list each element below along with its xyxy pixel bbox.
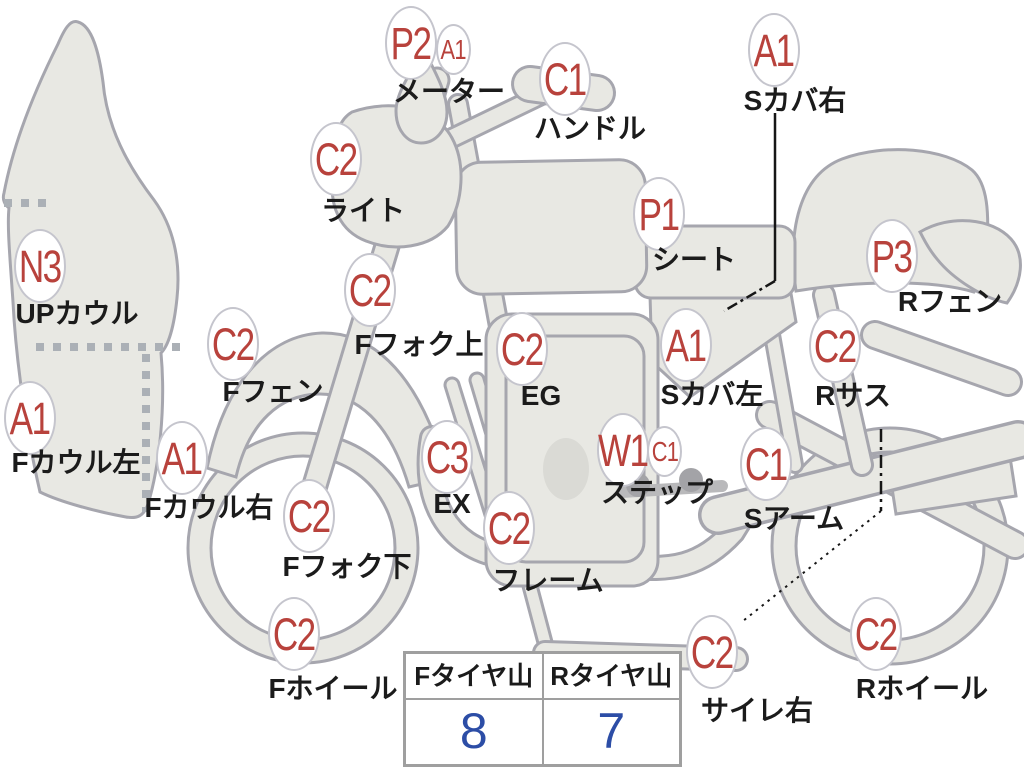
- grade-code: C2: [855, 608, 898, 660]
- grade-bubble: C1: [740, 427, 792, 501]
- part-caption: Rフェン: [897, 286, 1003, 317]
- grade-code: A1: [440, 33, 467, 65]
- grade-code: P1: [639, 188, 680, 240]
- part-caption: Fカウル右: [144, 492, 274, 523]
- grade-code: C2: [691, 626, 734, 678]
- grade-code: C2: [315, 133, 358, 185]
- grade-bubble: P3: [866, 219, 918, 293]
- grade-bubble: A1: [748, 13, 800, 87]
- grade-bubble: C2: [496, 312, 548, 386]
- leader-line-side-cover-right: [723, 113, 777, 313]
- part-caption: EX: [433, 488, 471, 519]
- grade-code: C1: [651, 435, 678, 467]
- grade-bubble: A1: [660, 308, 712, 382]
- grade-code: P2: [391, 17, 432, 69]
- grade-bubble: P1: [633, 177, 685, 251]
- grade-bubble: P2: [385, 6, 437, 80]
- grade-bubble: W1: [597, 413, 649, 487]
- part-caption: ステップ: [600, 477, 714, 508]
- grade-code: N3: [19, 240, 62, 292]
- part-caption: Rホイール: [855, 673, 989, 704]
- grade-code: A1: [666, 319, 707, 371]
- rear-fender-stay: [860, 320, 1023, 397]
- grade-bubble: C2: [809, 309, 861, 383]
- grade-bubble-secondary: A1: [436, 24, 471, 75]
- grade-bubble: C2: [483, 491, 535, 565]
- swingarm: [698, 400, 1024, 560]
- part-caption: Fカウル左: [11, 447, 141, 478]
- part-caption: シート: [651, 244, 737, 275]
- grade-bubble: N3: [14, 229, 66, 303]
- part-caption: Sアーム: [743, 503, 845, 534]
- grade-code: C2: [288, 490, 331, 542]
- part-caption: Fフェン: [222, 376, 324, 407]
- grade-bubble: A1: [4, 381, 56, 455]
- grade-bubble: C3: [421, 420, 473, 494]
- part-caption: UPカウル: [15, 298, 139, 329]
- grade-code: A1: [754, 24, 795, 76]
- grade-code: A1: [10, 392, 51, 444]
- tire-tread-table: Fタイヤ山 Rタイヤ山 8 7: [403, 651, 682, 767]
- part-caption: フレーム: [492, 565, 604, 596]
- part-caption: Sカバ左: [660, 379, 764, 410]
- grade-bubble: C2: [686, 615, 738, 689]
- grade-code: A1: [162, 432, 203, 484]
- cowl-seam-lines: [4, 199, 188, 512]
- part-caption: ライト: [320, 195, 406, 226]
- grade-code: W1: [598, 424, 649, 476]
- grade-bubble-secondary: C1: [647, 426, 682, 477]
- front-tire-tread-header: Fタイヤ山: [414, 661, 534, 691]
- grade-code: C2: [501, 323, 544, 375]
- grade-bubble: C2: [344, 253, 396, 327]
- grade-code: C1: [544, 53, 587, 105]
- grade-code: C2: [488, 502, 531, 554]
- rear-tire-tread-value: 7: [541, 700, 680, 764]
- grade-code: C2: [273, 608, 316, 660]
- grade-bubble: C2: [268, 597, 320, 671]
- part-caption: Rサス: [815, 380, 891, 411]
- part-caption: メーター: [392, 76, 506, 107]
- grade-bubble: A1: [156, 421, 208, 495]
- foot-step: [616, 468, 728, 498]
- meter: [394, 46, 449, 145]
- rear-fender: [917, 219, 1022, 305]
- grade-code: C2: [349, 264, 392, 316]
- grade-bubble: C2: [310, 122, 362, 196]
- part-caption: Sカバ右: [743, 85, 847, 116]
- grade-code: C1: [745, 438, 788, 490]
- grade-bubble: C2: [850, 597, 902, 671]
- part-caption: Fホイール: [268, 673, 398, 704]
- grade-code: P3: [872, 230, 913, 282]
- part-caption: Fフォク下: [282, 551, 412, 582]
- grade-bubble: C1: [539, 42, 591, 116]
- part-caption: Fフォク上: [354, 329, 484, 360]
- front-tire-tread-value: 8: [459, 703, 488, 759]
- rear-tire-tread-header: Rタイヤ山: [541, 654, 680, 698]
- grade-bubble: C2: [283, 479, 335, 553]
- grade-code: C2: [212, 318, 255, 370]
- part-caption: ハンドル: [533, 113, 647, 144]
- part-caption: EG: [520, 380, 562, 411]
- grade-bubble: C2: [207, 307, 259, 381]
- grade-code: C2: [814, 320, 857, 372]
- part-caption: サイレ右: [700, 695, 814, 726]
- grade-code: C3: [426, 431, 469, 483]
